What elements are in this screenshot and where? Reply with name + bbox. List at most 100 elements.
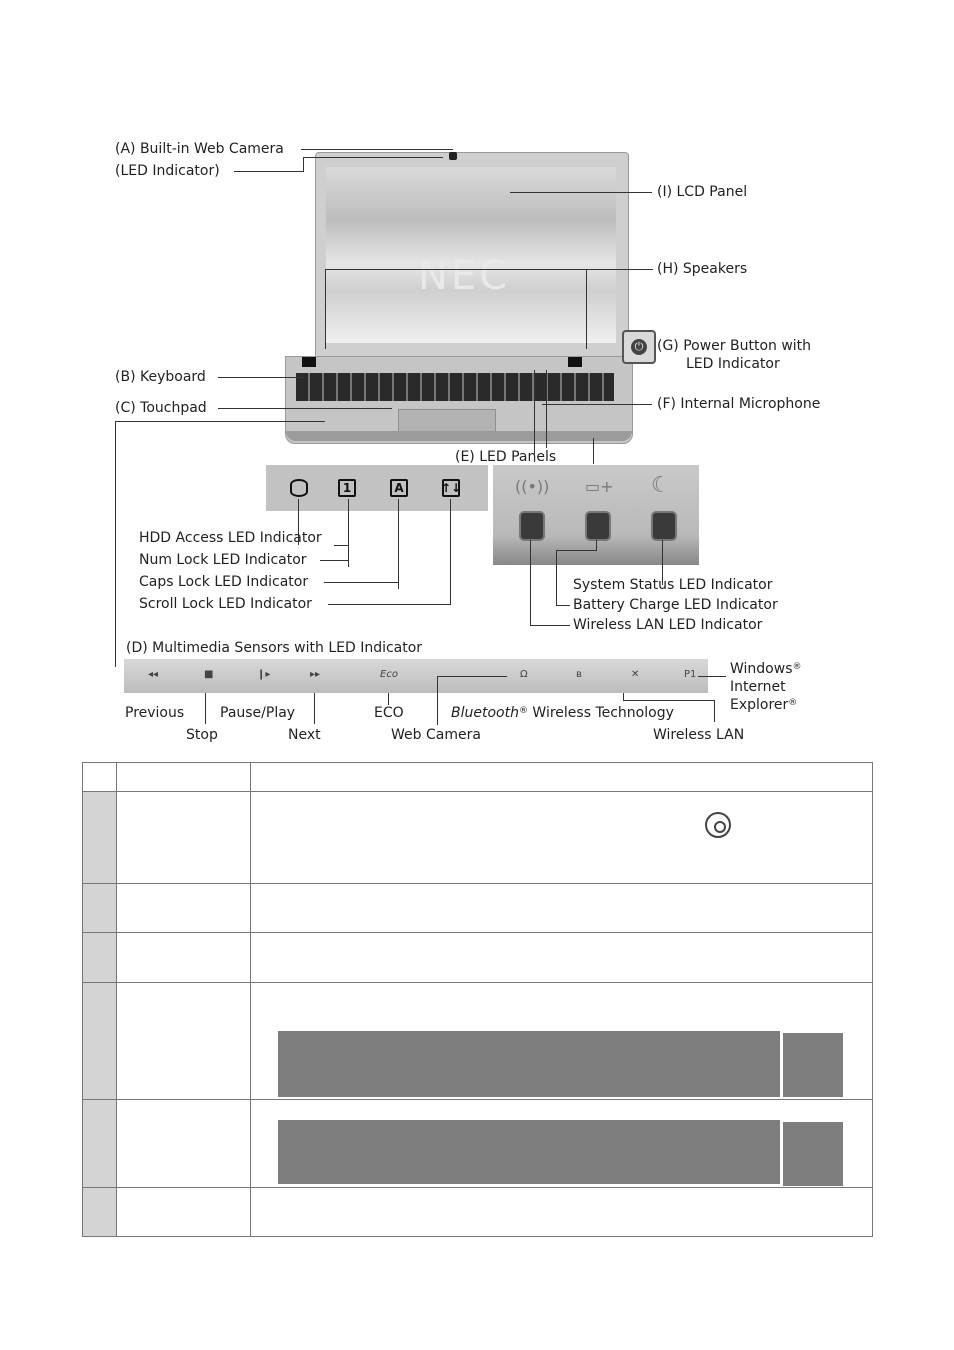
gray-box: [783, 1122, 843, 1186]
label-touchpad: (C) Touchpad: [115, 400, 207, 416]
gray-box: [278, 1120, 780, 1184]
screen-logo: NEC: [418, 253, 511, 299]
leader-line: [662, 540, 663, 585]
leader-line: [714, 700, 715, 722]
leader-line: [314, 693, 315, 724]
leader-line: [301, 149, 453, 150]
lcd-screen: NEC: [326, 167, 616, 343]
label-stop: Stop: [186, 727, 218, 743]
leader-line: [534, 370, 535, 462]
gray-box: [278, 1031, 780, 1097]
leader-line: [586, 269, 587, 349]
hinge-left: [302, 357, 316, 367]
leader-line: [510, 192, 652, 193]
leader-line: [325, 269, 326, 349]
leader-line: [593, 438, 594, 464]
leader-line: [450, 499, 451, 605]
leader-line: [205, 693, 206, 724]
label-bluetooth: Bluetooth® Wireless Technology: [451, 705, 674, 721]
leader-line: [556, 550, 596, 551]
label-internet: Internet: [730, 679, 786, 695]
led-panel-left: 1 A ↑↓: [266, 465, 488, 511]
table-row: [82, 883, 873, 933]
leader-line: [328, 604, 451, 605]
leader-line: [218, 408, 392, 409]
leader-line: [596, 540, 597, 551]
label-webcam: (A) Built-in Web Camera: [115, 141, 284, 157]
pause-play-icon: ❙▸: [257, 669, 271, 680]
label-microphone: (F) Internal Microphone: [657, 396, 821, 412]
moon-icon: ☾: [651, 473, 671, 498]
wireless-icon: ((•)): [515, 477, 550, 496]
leader-line: [437, 676, 507, 677]
leader-line: [698, 676, 726, 677]
leader-line: [542, 404, 652, 405]
bluetooth-icon: ʙ: [576, 669, 582, 680]
label-hdd: HDD Access LED Indicator: [139, 530, 322, 546]
leader-line: [334, 545, 348, 546]
leader-line: [115, 421, 116, 667]
label-speakers: (H) Speakers: [657, 261, 748, 277]
label-eco: ECO: [374, 705, 404, 721]
leader-line: [546, 370, 547, 448]
caps-lock-icon: A: [390, 479, 408, 497]
leader-line: [556, 550, 557, 605]
label-led-indicator: (LED Indicator): [115, 163, 220, 179]
label-next: Next: [288, 727, 321, 743]
webcam-icon: Ω: [520, 669, 528, 680]
laptop-base: [285, 356, 633, 444]
label-system-status: System Status LED Indicator: [573, 577, 773, 593]
hinge-right: [568, 357, 582, 367]
laptop-lid: NEC: [315, 152, 629, 358]
eco-icon: Eco: [380, 669, 398, 680]
leader-line: [556, 605, 570, 606]
multimedia-strip: ◂◂ ■ ❙▸ ▸▸ Eco Ω ʙ ✕ P1: [124, 659, 708, 693]
label-web-camera: Web Camera: [391, 727, 481, 743]
label-battery: Battery Charge LED Indicator: [573, 597, 778, 613]
wlan-led: [519, 511, 545, 541]
label-lcd: (I) LCD Panel: [657, 184, 748, 200]
leader-line: [623, 700, 715, 701]
leader-line: [303, 157, 304, 172]
leader-line: [437, 676, 438, 725]
wireless-lan-icon: ✕: [631, 669, 640, 680]
scroll-lock-icon: ↑↓: [440, 479, 462, 497]
leader-line: [320, 560, 348, 561]
leader-line: [530, 540, 531, 626]
table-row: [82, 1187, 873, 1237]
next-icon: ▸▸: [310, 669, 321, 680]
label-capslock: Caps Lock LED Indicator: [139, 574, 309, 590]
label-power-2: LED Indicator: [686, 356, 780, 372]
table-row: [82, 932, 873, 983]
leader-line: [324, 582, 399, 583]
leader-line: [348, 499, 349, 567]
disc-icon: [705, 812, 731, 838]
previous-icon: ◂◂: [148, 669, 159, 680]
leader-line: [218, 377, 304, 378]
leader-line: [623, 693, 624, 701]
label-previous: Previous: [125, 705, 185, 721]
gray-box: [783, 1033, 843, 1097]
label-explorer: Explorer®: [730, 697, 798, 713]
battery-icon: ▭+: [585, 477, 614, 496]
laptop-figure: NEC ⏻ (A) Built-in Web Camera (LED Indic…: [112, 138, 832, 743]
label-wlan-led: Wireless LAN LED Indicator: [573, 617, 763, 633]
leader-line: [298, 499, 299, 545]
label-power-1: (G) Power Button with: [657, 338, 812, 354]
power-button-icon: ⏻: [622, 330, 656, 364]
label-pause-play: Pause/Play: [220, 705, 296, 721]
hdd-icon: [290, 479, 308, 497]
front-edge: [286, 431, 632, 441]
keyboard: [296, 373, 614, 401]
status-led: [651, 511, 677, 541]
feature-table: [82, 762, 873, 1237]
label-led-panels: (E) LED Panels: [455, 449, 557, 465]
battery-led: [585, 511, 611, 541]
label-numlock: Num Lock LED Indicator: [139, 552, 307, 568]
stop-icon: ■: [204, 669, 214, 680]
leader-line: [115, 421, 325, 422]
label-scrolllock: Scroll Lock LED Indicator: [139, 596, 312, 612]
leader-line: [325, 269, 653, 270]
leader-line: [234, 171, 304, 172]
leader-line: [398, 499, 399, 589]
